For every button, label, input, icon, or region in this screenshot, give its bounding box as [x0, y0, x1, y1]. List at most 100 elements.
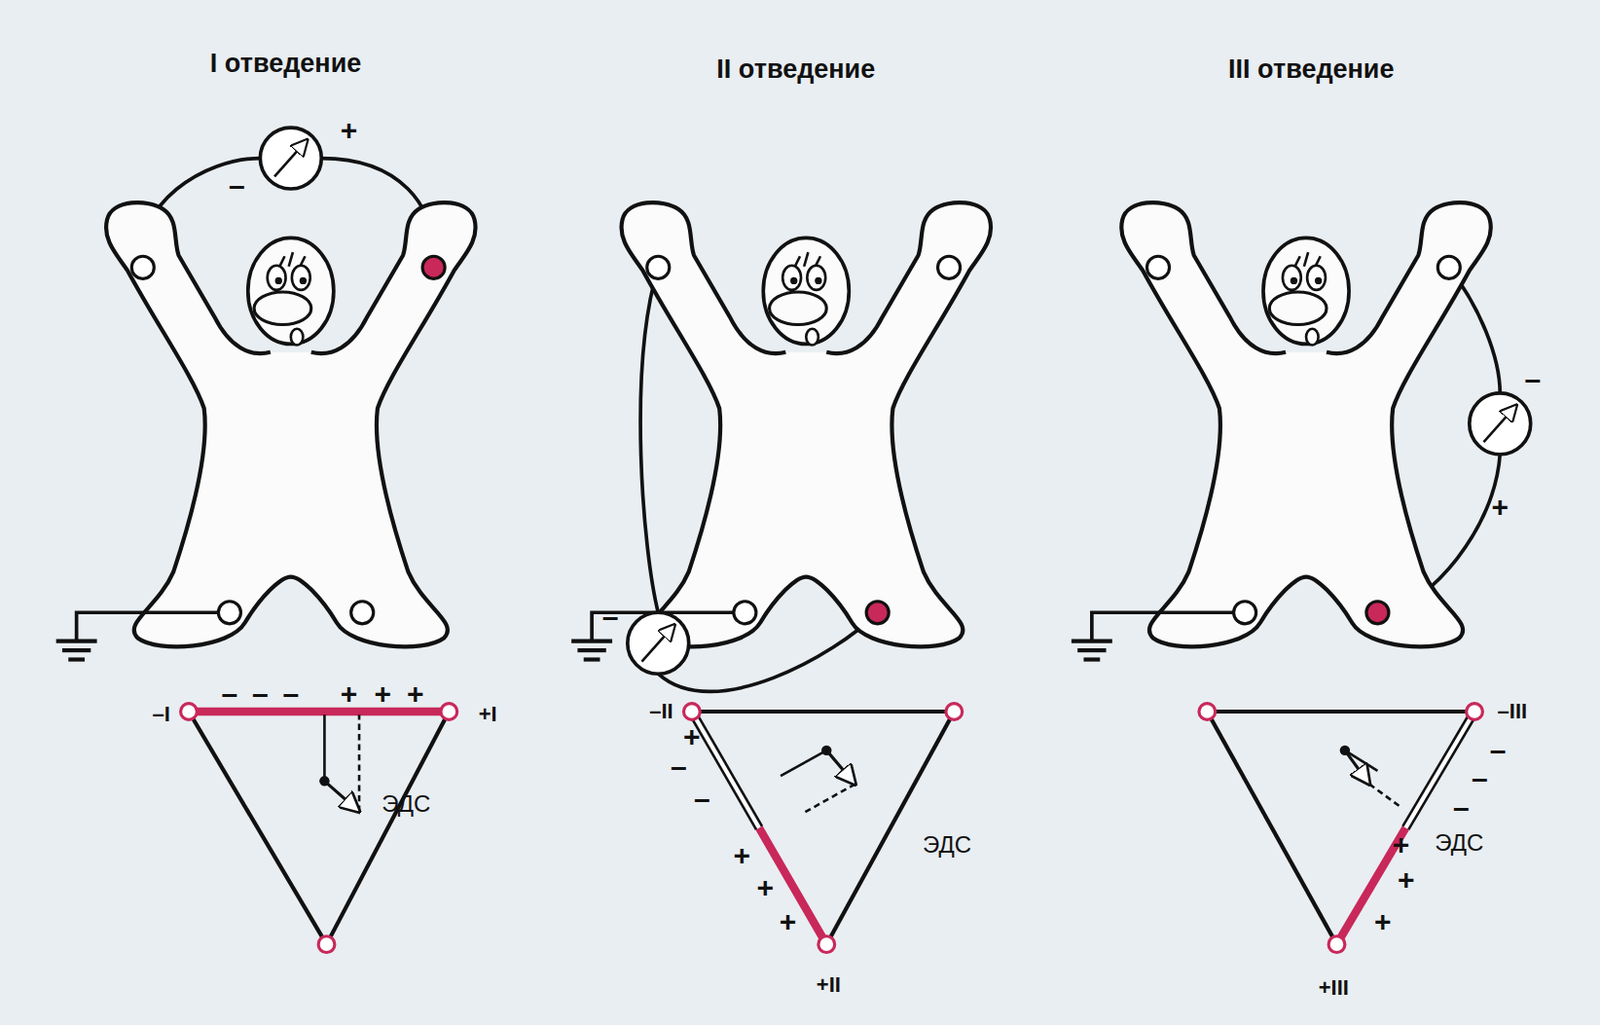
human-figure	[1071, 202, 1491, 659]
electrode	[131, 255, 154, 279]
vector-origin	[1340, 745, 1350, 756]
emf-vector	[826, 750, 855, 785]
electrode	[1234, 601, 1257, 624]
lead-axis-negative	[691, 711, 760, 829]
triangle-vertex	[440, 703, 458, 721]
polarity-sign: +	[683, 722, 701, 752]
polarity-sign: +	[340, 115, 359, 146]
charge-sign: –	[670, 752, 688, 782]
triangle-vertex	[1466, 703, 1484, 721]
lead-title: III отведение	[1228, 56, 1394, 83]
eye	[1282, 265, 1302, 291]
galvanometer	[627, 612, 690, 674]
ground-symbol	[1077, 648, 1106, 653]
body-outline	[1121, 202, 1491, 647]
lead-wire	[640, 267, 658, 613]
ground-wire	[1091, 612, 1235, 641]
mouth	[290, 328, 304, 346]
eye	[806, 265, 826, 291]
pupil	[1290, 277, 1298, 285]
triangle-side	[1206, 709, 1475, 714]
ground-symbol	[571, 639, 613, 644]
triangle-side	[188, 711, 328, 945]
projection-line	[780, 750, 827, 776]
triangle-vertex	[318, 936, 335, 953]
triangle-side	[826, 711, 954, 945]
einthoven-triangle	[181, 703, 458, 953]
body-outline	[621, 202, 992, 647]
triangle-vertex	[181, 703, 198, 721]
human-figure	[571, 202, 991, 659]
emf-label: ЭДС	[1434, 831, 1484, 855]
einthoven-triangle	[683, 703, 962, 953]
galvanometer	[1469, 393, 1531, 455]
lead-axis-negative	[691, 711, 760, 829]
triangle-side	[691, 709, 954, 714]
charge-sign: +	[1374, 907, 1392, 937]
galvanometer-dial	[259, 127, 322, 189]
polarity-sign: +	[1490, 492, 1509, 522]
nose	[1269, 291, 1327, 326]
emf-vector	[1345, 750, 1370, 785]
triangle-side	[1206, 711, 1337, 945]
eye	[291, 265, 311, 291]
nose	[254, 291, 312, 326]
charge-sign: –	[693, 784, 711, 814]
ground-symbol	[68, 656, 85, 661]
charge-sign: +	[732, 840, 751, 871]
pupil	[275, 277, 283, 285]
triangle-vertex	[1328, 936, 1346, 953]
ground-symbol	[583, 656, 601, 661]
projection-line	[1345, 750, 1379, 771]
charge-sign: +	[779, 907, 798, 937]
pole-label: –III	[1497, 700, 1528, 723]
triangle-vertex	[945, 703, 963, 721]
lead-axis-negative	[1405, 711, 1475, 829]
polarity-sign: –	[602, 602, 619, 632]
ground-symbol	[577, 648, 606, 653]
head	[763, 237, 849, 344]
charge-sign: +	[757, 872, 775, 903]
charge-sign: +	[340, 679, 359, 709]
charge-sign: –	[1453, 793, 1470, 823]
ground-wire	[76, 612, 219, 641]
pupil	[1314, 277, 1322, 285]
electrode	[1146, 255, 1169, 279]
eye	[1307, 265, 1326, 291]
projection-line	[1369, 783, 1400, 806]
charge-sign: –	[1490, 735, 1507, 765]
electrode	[938, 255, 961, 279]
hair	[803, 252, 808, 267]
vector-origin	[821, 745, 832, 756]
galvanometer-dial	[627, 612, 690, 674]
galvanometer	[259, 127, 322, 189]
projection-line	[358, 714, 362, 812]
hair	[289, 252, 293, 267]
pupil	[299, 277, 307, 285]
electrode	[733, 601, 757, 624]
galvanometer-needle	[1483, 404, 1517, 442]
projection-line	[323, 714, 327, 781]
electrode	[1437, 255, 1460, 279]
emf-label: ЭДС	[381, 792, 431, 816]
eye	[267, 265, 287, 291]
charge-sign: +	[373, 679, 392, 709]
human-figure	[56, 202, 476, 659]
pole-label: +III	[1318, 977, 1349, 999]
lead-title: II отведение	[716, 56, 875, 83]
electrode	[1366, 601, 1389, 624]
ground-symbol	[1083, 656, 1100, 661]
nose	[769, 291, 828, 326]
polarity-sign: –	[228, 171, 246, 201]
mouth	[1306, 328, 1319, 346]
charge-sign: –	[221, 679, 239, 709]
pole-label: +II	[816, 974, 841, 996]
galvanometer-needle	[274, 140, 308, 178]
eye	[782, 265, 801, 291]
electrode	[218, 601, 241, 624]
head	[248, 237, 334, 344]
triangle-vertex	[818, 936, 836, 953]
ground-symbol	[56, 639, 98, 644]
